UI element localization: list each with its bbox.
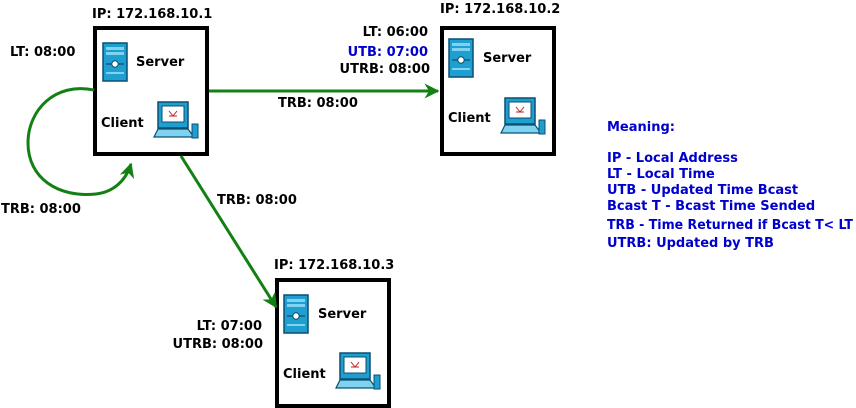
node-3-server-label: Server <box>318 307 367 322</box>
edge-1-to-2-label: TRB: 08:00 <box>278 96 358 111</box>
edge-1-to-3-arrow <box>179 155 278 309</box>
server-icon <box>448 38 474 78</box>
node-3-updated-by-trb: UTRB: 08:00 <box>173 337 263 352</box>
legend-title: Meaning: <box>607 120 675 135</box>
node-1-ip: IP: 172.168.10.1 <box>92 7 212 22</box>
node-2-server-label: Server <box>483 51 532 66</box>
node-1-server-label: Server <box>136 55 185 70</box>
legend-item: UTRB: Updated by TRB <box>607 236 774 251</box>
legend-item: IP - Local Address <box>607 151 738 166</box>
node-1-client-label: Client <box>101 116 144 131</box>
legend-item: TRB - Time Returned if Bcast T< LT <box>607 218 853 233</box>
node-3-client-label: Client <box>283 367 326 382</box>
node-3: IP: 172.168.10.3 Server Client LT: 07:00… <box>173 258 394 408</box>
node-2-local-time: LT: 06:00 <box>363 25 428 40</box>
node-2-updated-by-trb: UTRB: 08:00 <box>340 62 430 77</box>
node-2-ip: IP: 172.168.10.2 <box>440 2 560 17</box>
edges <box>26 83 440 309</box>
node-1-local-time: LT: 08:00 <box>10 45 75 60</box>
legend-item: UTB - Updated Time Bcast <box>607 183 798 198</box>
edge-1-self-loop-arrow <box>26 87 135 197</box>
node-3-local-time: LT: 07:00 <box>197 319 262 334</box>
node-2-client-label: Client <box>448 111 491 126</box>
edge-1-self-loop-label: TRB: 08:00 <box>1 202 81 217</box>
server-icon <box>102 42 128 82</box>
node-2-updated-time-bcast: UTB: 07:00 <box>348 45 428 60</box>
node-2: IP: 172.168.10.2 Server Client LT: 06:00… <box>340 2 560 156</box>
node-1: IP: 172.168.10.1 Server Client LT: 08:00 <box>10 7 212 156</box>
edge-1-to-3-label: TRB: 08:00 <box>217 193 297 208</box>
legend-item: Bcast T - Bcast Time Sended <box>607 199 815 214</box>
legend: Meaning: IP - Local Address LT - Local T… <box>607 120 853 251</box>
server-icon <box>283 294 309 334</box>
node-3-ip: IP: 172.168.10.3 <box>274 258 394 273</box>
legend-item: LT - Local Time <box>607 167 715 182</box>
